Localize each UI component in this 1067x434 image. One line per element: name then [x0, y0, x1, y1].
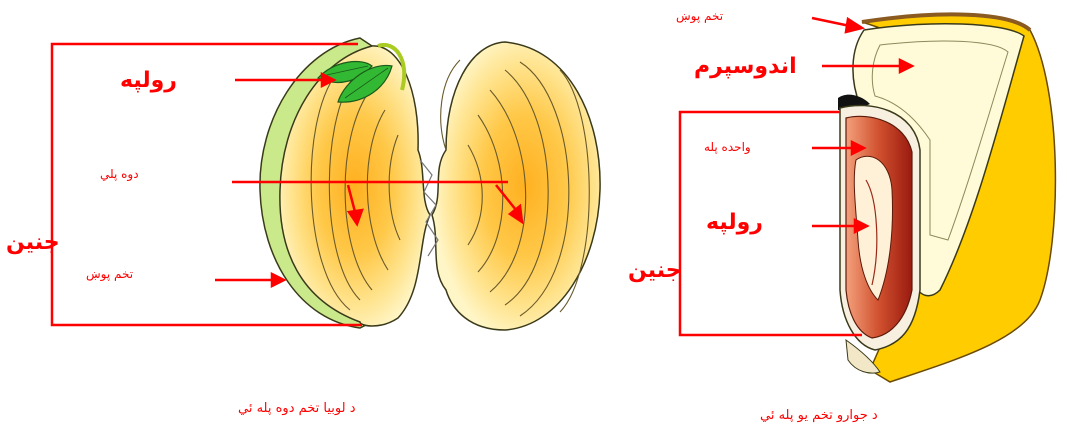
corn-seed — [838, 14, 1055, 382]
corn-seed-coat-label: تخم پوښ — [676, 10, 723, 22]
corn-cotyledon-label: رولپه — [706, 212, 763, 234]
corn-embryo-label: جنین — [628, 260, 682, 282]
bean-two-cotyledon-label: دوه پلي — [100, 168, 139, 180]
corn-caption: د جوارو تخم يو پله ئي — [760, 409, 878, 422]
corn-one-cotyledon-label: واحده پله — [704, 141, 751, 153]
bean-embryo-label: جنین — [6, 232, 60, 254]
bean-seed — [260, 38, 600, 330]
bean-seed-coat-label: تخم پوښ — [86, 268, 133, 280]
bean-caption: د لوبیا تخم دوه پله ئي — [238, 402, 356, 415]
bean-cotyledon-label: رولپه — [120, 70, 177, 92]
corn-endosperm-label: اندوسپرم — [694, 56, 797, 78]
